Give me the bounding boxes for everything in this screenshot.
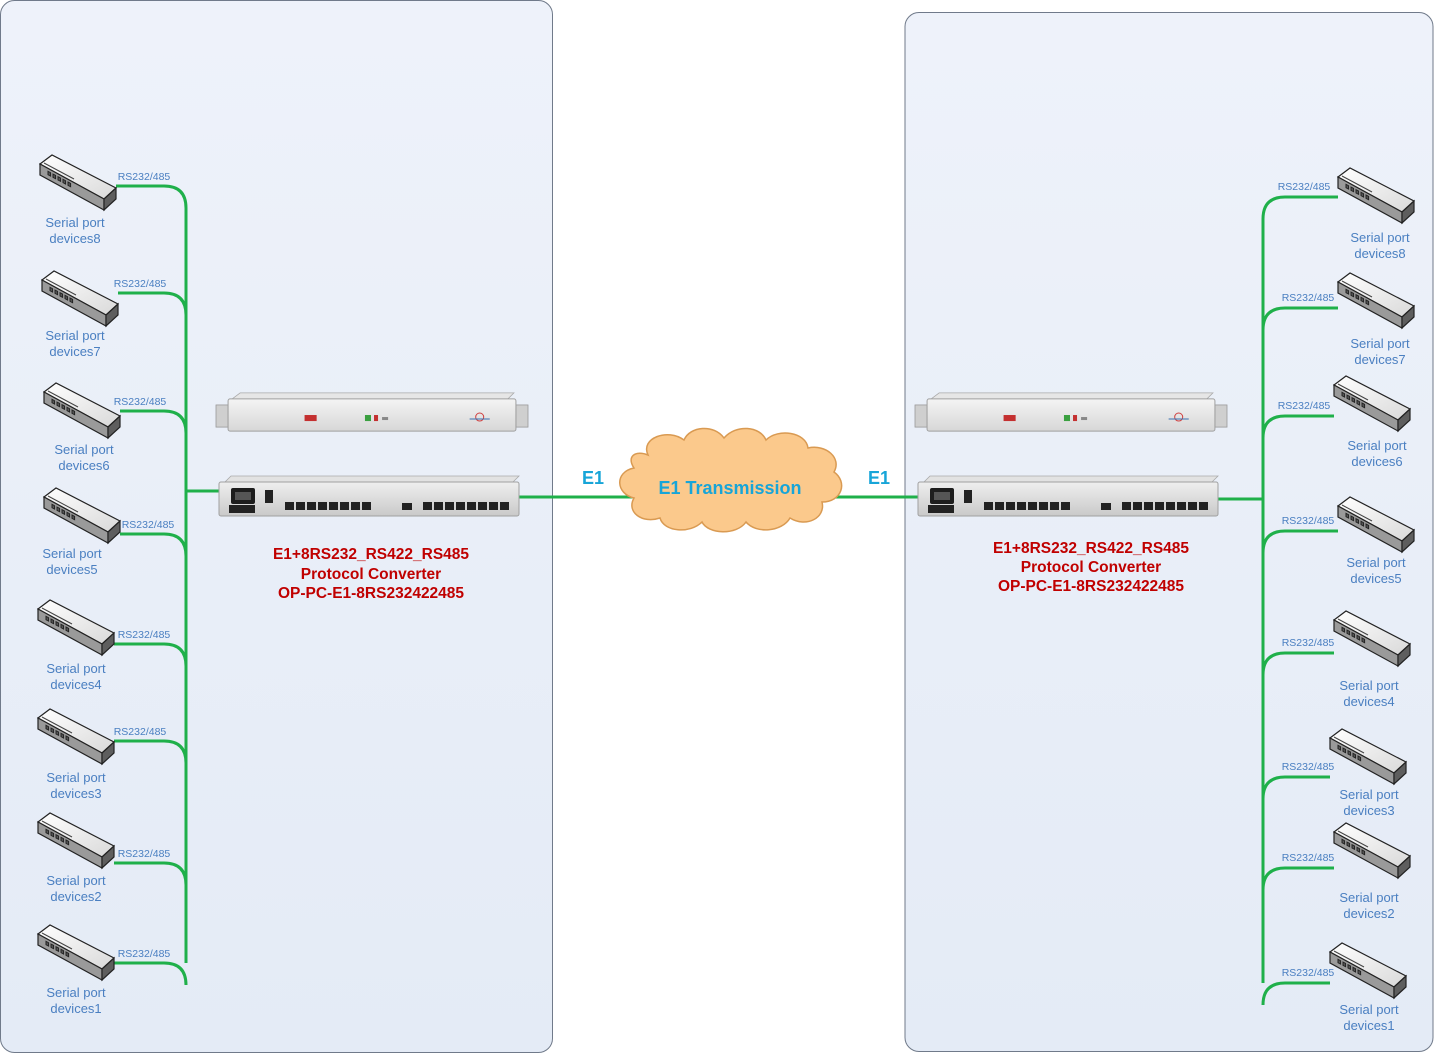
left-device-label-line2: devices1 bbox=[50, 1001, 101, 1016]
converter-front-icon bbox=[914, 392, 1228, 432]
left-link-label: RS232/485 bbox=[122, 519, 175, 531]
converter-back-icon bbox=[917, 475, 1219, 517]
right-link-label: RS232/485 bbox=[1282, 761, 1335, 773]
left-e1-label: E1 bbox=[582, 468, 604, 488]
left-device-label-line2: devices4 bbox=[50, 677, 101, 692]
converter-front-icon bbox=[215, 392, 529, 432]
right-link-label: RS232/485 bbox=[1282, 852, 1335, 864]
right-device-label-line1: Serial port bbox=[1347, 438, 1407, 453]
right-device-label-line1: Serial port bbox=[1350, 230, 1410, 245]
right-link-label: RS232/485 bbox=[1278, 181, 1331, 193]
right-device-label-line2: devices4 bbox=[1343, 694, 1394, 709]
right-device-label-line1: Serial port bbox=[1339, 890, 1399, 905]
right-link-label: RS232/485 bbox=[1278, 400, 1331, 412]
left-converter-label-3: OP-PC-E1-8RS232422485 bbox=[278, 585, 464, 602]
left-link-label: RS232/485 bbox=[114, 726, 167, 738]
left-device-label-line2: devices6 bbox=[58, 458, 109, 473]
right-converter-label-1: E1+8RS232_RS422_RS485 bbox=[993, 540, 1189, 557]
right-device-label-line2: devices2 bbox=[1343, 906, 1394, 921]
right-e1-label: E1 bbox=[868, 468, 890, 488]
left-link-wire bbox=[114, 961, 188, 986]
left-link-wire bbox=[116, 184, 188, 209]
right-device-label-line2: devices8 bbox=[1354, 246, 1405, 261]
right-device-label-line1: Serial port bbox=[1339, 1002, 1399, 1017]
left-link-label: RS232/485 bbox=[118, 171, 171, 183]
left-link-label: RS232/485 bbox=[118, 948, 171, 960]
left-device-label-line2: devices5 bbox=[46, 562, 97, 577]
left-device-label-line2: devices7 bbox=[49, 344, 100, 359]
right-link-wire bbox=[1261, 981, 1330, 1006]
left-device-label-line2: devices8 bbox=[49, 231, 100, 246]
cloud-label: E1 Transmission bbox=[658, 478, 801, 498]
left-device-label-line1: Serial port bbox=[46, 661, 106, 676]
left-link-label: RS232/485 bbox=[118, 629, 171, 641]
right-device-label-line1: Serial port bbox=[1339, 678, 1399, 693]
right-device-label-line2: devices5 bbox=[1350, 571, 1401, 586]
left-device-label-line1: Serial port bbox=[45, 328, 105, 343]
right-link-label: RS232/485 bbox=[1282, 515, 1335, 527]
right-device-label-line2: devices7 bbox=[1354, 352, 1405, 367]
right-device-label-line2: devices1 bbox=[1343, 1018, 1394, 1033]
left-device-label-line2: devices3 bbox=[50, 786, 101, 801]
left-link-label: RS232/485 bbox=[114, 278, 167, 290]
right-device-label-line1: Serial port bbox=[1350, 336, 1410, 351]
right-device-label-line1: Serial port bbox=[1346, 555, 1406, 570]
left-converter-label-1: E1+8RS232_RS422_RS485 bbox=[273, 546, 469, 563]
right-site-panel bbox=[904, 12, 1434, 1052]
right-converter-label-2: Protocol Converter bbox=[1021, 559, 1161, 576]
left-device-label-line1: Serial port bbox=[45, 215, 105, 230]
right-converter-label-3: OP-PC-E1-8RS232422485 bbox=[998, 578, 1184, 595]
left-device-label-line2: devices2 bbox=[50, 889, 101, 904]
wires bbox=[114, 184, 1338, 1006]
converter-back-icon bbox=[218, 475, 520, 517]
left-link-label: RS232/485 bbox=[118, 848, 171, 860]
right-link-label: RS232/485 bbox=[1282, 967, 1335, 979]
right-link-wire bbox=[1261, 195, 1338, 220]
left-device-label-line1: Serial port bbox=[46, 873, 106, 888]
left-device-label-line1: Serial port bbox=[46, 985, 106, 1000]
left-converter: E1+8RS232_RS422_RS485 Protocol Converter… bbox=[215, 392, 529, 602]
left-converter-label-2: Protocol Converter bbox=[301, 566, 441, 583]
right-device-label-line2: devices3 bbox=[1343, 803, 1394, 818]
right-device-label-line2: devices6 bbox=[1351, 454, 1402, 469]
right-converter: E1+8RS232_RS422_RS485 Protocol Converter… bbox=[914, 392, 1228, 595]
left-device-label-line1: Serial port bbox=[46, 770, 106, 785]
right-link-label: RS232/485 bbox=[1282, 637, 1335, 649]
cloud-icon: E1 Transmission bbox=[619, 427, 843, 533]
right-device-label-line1: Serial port bbox=[1339, 787, 1399, 802]
left-link-label: RS232/485 bbox=[114, 396, 167, 408]
left-device-label-line1: Serial port bbox=[54, 442, 114, 457]
left-device-label-line1: Serial port bbox=[42, 546, 102, 561]
right-link-label: RS232/485 bbox=[1282, 292, 1335, 304]
